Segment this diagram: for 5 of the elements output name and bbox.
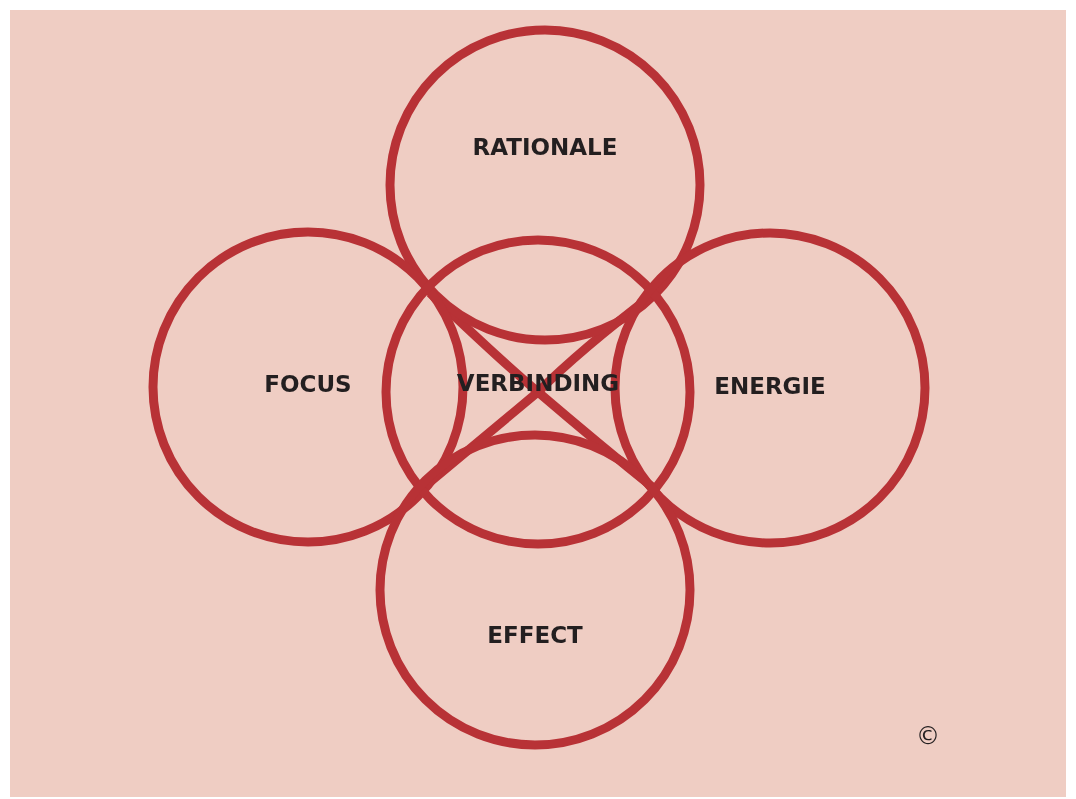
circle-label: EFFECT [486, 622, 584, 648]
copyright-sign: © [916, 722, 940, 750]
circle-label: ENERGIE [713, 373, 827, 399]
circle-label: RATIONALE [471, 134, 619, 160]
circle-label: FOCUS [263, 371, 353, 397]
